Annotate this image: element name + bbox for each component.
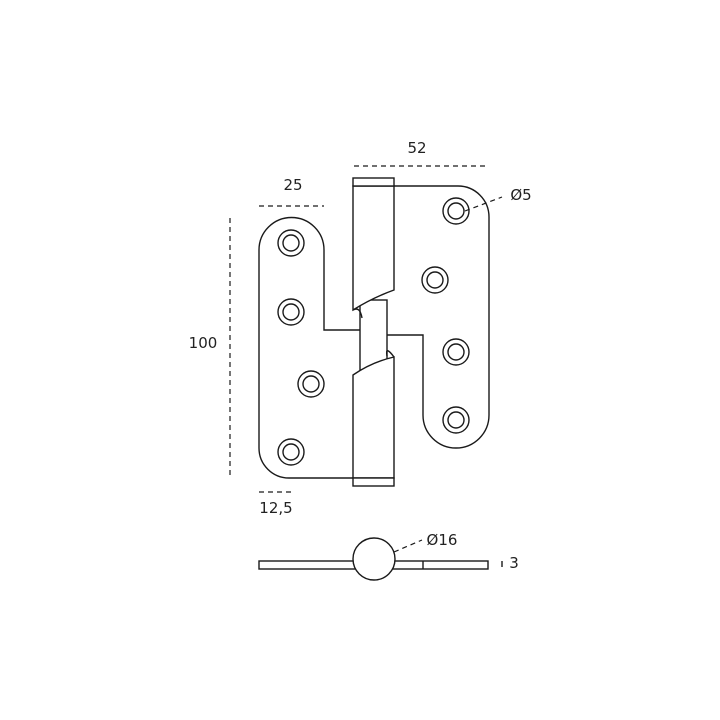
upper-knuckle-cap: [352, 177, 395, 187]
hinge-pin: [359, 299, 388, 371]
screw-hole: [421, 266, 449, 294]
side-view-knuckle: [352, 537, 396, 581]
dim-width-total: 52: [407, 139, 427, 157]
screw-hole: [277, 229, 305, 257]
lower-knuckle-cap: [352, 477, 395, 487]
lower-knuckle-edge: [385, 350, 395, 358]
dim-knuckle-diameter: Ø16: [426, 531, 458, 549]
lower-knuckle: [352, 356, 395, 479]
dim-hole-diameter: Ø5: [510, 186, 532, 204]
dim-leaf-width: 25: [283, 176, 303, 194]
screw-hole: [442, 338, 470, 366]
left-leaf: [258, 216, 360, 479]
dim-height: 100: [188, 334, 218, 352]
screw-hole: [277, 438, 305, 466]
right-leaf: [387, 185, 490, 449]
screw-holes: [277, 197, 470, 466]
leader-hole: [464, 196, 503, 212]
upper-knuckle: [352, 185, 395, 312]
dim-thickness: 3: [509, 554, 519, 572]
screw-hole: [297, 370, 325, 398]
dim-offset: 12,5: [259, 499, 293, 517]
screw-hole: [442, 197, 470, 225]
screw-hole: [442, 406, 470, 434]
leader-knuckle: [393, 539, 423, 553]
upper-knuckle-edge: [352, 308, 363, 319]
screw-hole: [277, 298, 305, 326]
